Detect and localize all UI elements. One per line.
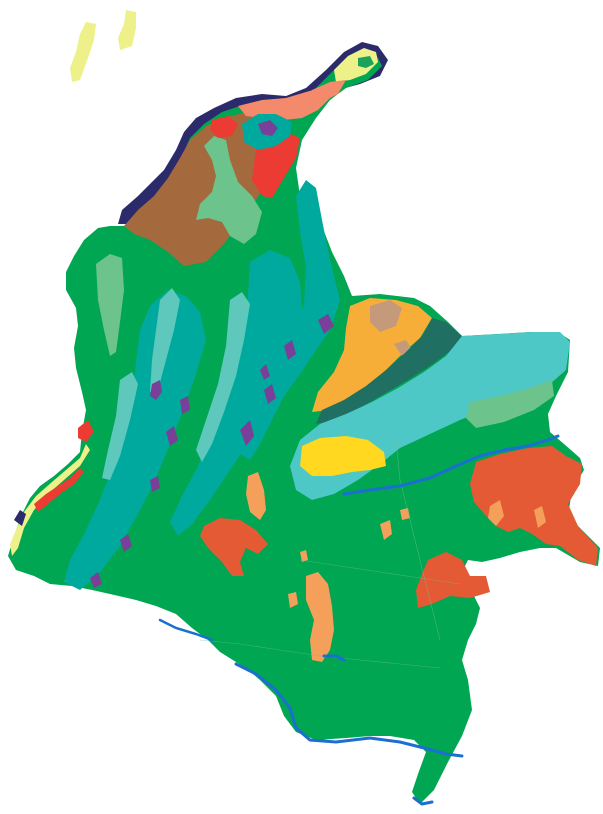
amazon-light-orange-4[interactable] [380,520,392,540]
river-caqueta-spot[interactable] [322,654,346,662]
eastern-orange-spot-2[interactable] [534,506,546,528]
eastern-cordillera-teal[interactable] [240,180,340,460]
orinoquia-yellow[interactable] [300,436,386,476]
paramo-purple-10[interactable] [90,572,102,588]
pacific-coast-navy [14,510,26,526]
orinoquia-dark-teal[interactable] [316,318,462,424]
paramo-purple-2[interactable] [180,396,190,414]
western-cordillera-teal[interactable] [64,290,206,590]
internal-boundary-2 [299,559,461,585]
northern-mint-corridor[interactable] [196,136,262,244]
amazon-orange-red[interactable] [200,518,268,576]
paramo-purple-1[interactable] [150,380,162,400]
paramo-purple-7[interactable] [284,340,296,360]
andean-light-teal-2[interactable] [196,292,250,462]
orinoquia-mint[interactable] [466,380,554,428]
uraba-mint[interactable] [96,254,124,356]
paramo-purple-4[interactable] [150,476,160,492]
paramo-purple-11[interactable] [260,364,270,380]
island-san-andres[interactable] [70,22,96,82]
eastern-orange-red[interactable] [470,446,598,566]
eastern-orange-spot[interactable] [488,500,504,526]
paramo-purple-3[interactable] [166,426,178,446]
pacific-coast-strip[interactable] [10,444,90,556]
island-providencia[interactable] [118,10,136,50]
northern-brown-region[interactable] [124,112,276,266]
paramo-purple-8[interactable] [318,314,334,334]
orinoquia-amber[interactable] [312,298,432,412]
amazon-light-orange-6[interactable] [300,550,308,562]
northern-red-spot[interactable] [210,116,238,138]
andean-light-teal-3[interactable] [102,372,138,480]
amazon-light-orange-3[interactable] [288,592,298,608]
andean-light-teal-1[interactable] [150,288,180,392]
guajira-salmon[interactable] [310,80,346,102]
river-amazon-tip[interactable] [412,796,434,806]
guajira-green-spot[interactable] [358,56,374,68]
paramo-purple-9[interactable] [120,534,132,552]
sierra-nevada-purple[interactable] [258,120,278,136]
eastern-orange-red-lower[interactable] [416,552,490,608]
orinoquia-tan[interactable] [370,300,402,332]
river-meta-orinoco[interactable] [342,434,560,496]
river-amazon-south[interactable] [234,662,464,758]
river-putumayo[interactable] [158,618,214,642]
internal-boundary-3 [199,639,441,669]
paramo-purple-6[interactable] [264,384,276,404]
central-cordillera-teal[interactable] [170,250,302,536]
amazon-light-orange-2[interactable] [306,572,334,662]
country-base[interactable] [8,50,600,804]
paramo-purple-5[interactable] [240,420,254,446]
internal-boundary-1 [395,439,441,641]
amazon-light-orange-1[interactable] [246,472,266,520]
pacific-coast-red[interactable] [34,468,84,512]
pacific-red-spot[interactable] [78,420,94,442]
